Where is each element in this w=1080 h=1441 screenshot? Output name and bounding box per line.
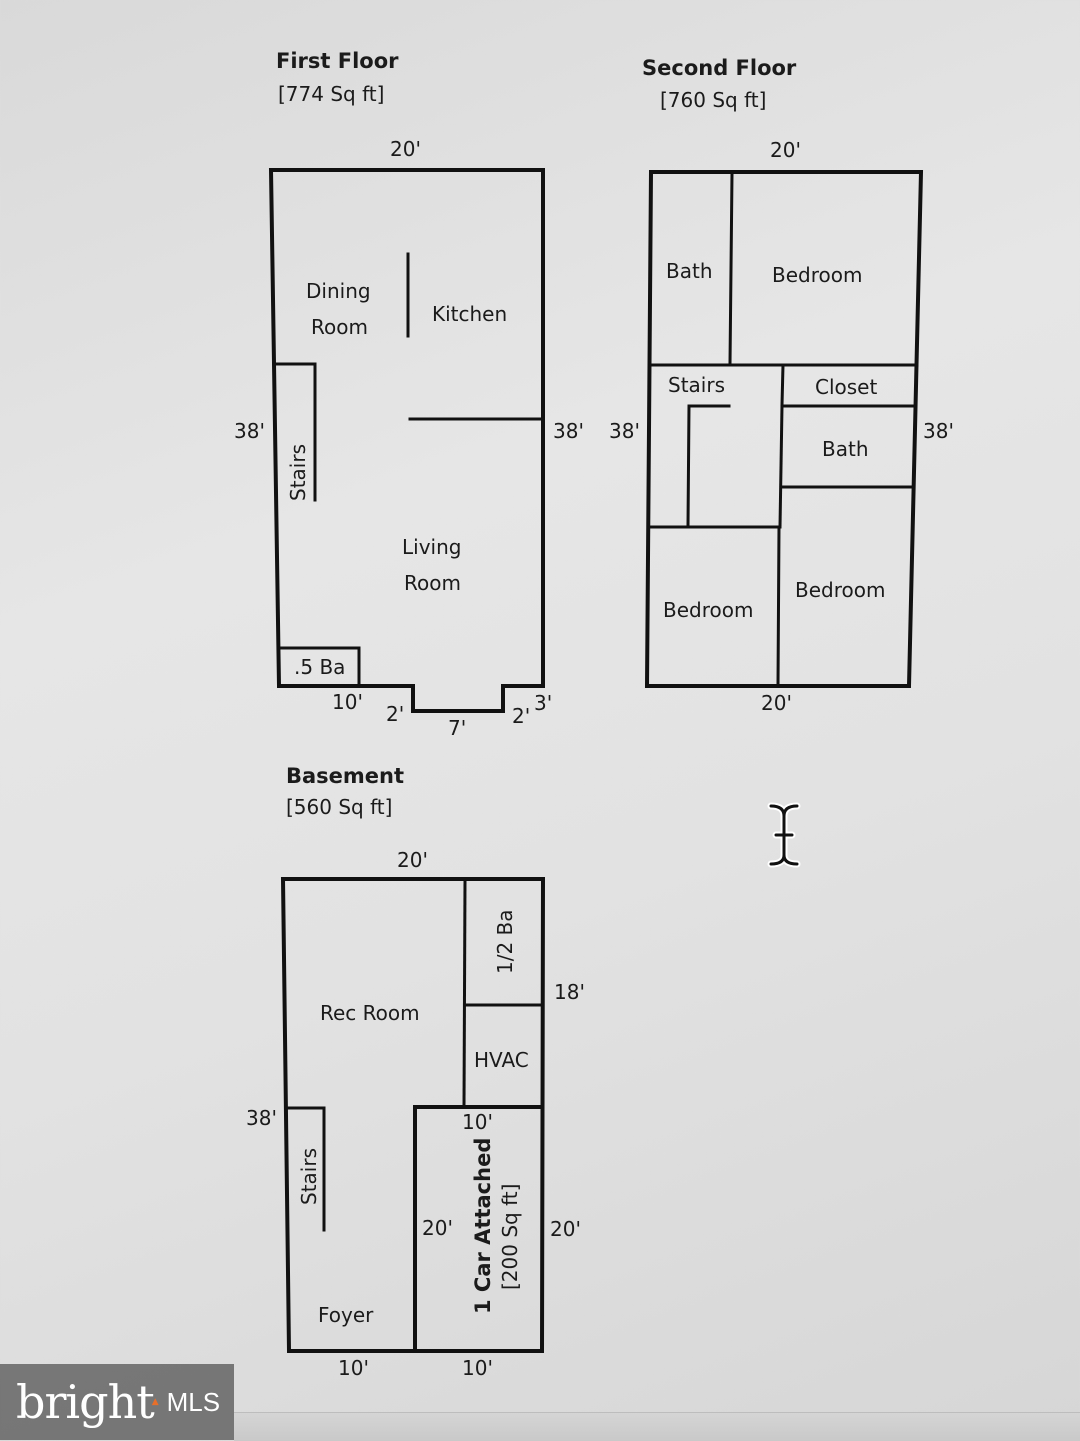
- basement-dim-bottom-left: 10': [338, 1356, 369, 1380]
- garage-label-2: [200 Sq ft]: [498, 1184, 522, 1290]
- first-floor-stairs-label: Stairs: [286, 444, 310, 501]
- first-floor-dim-notch-left: 2': [386, 702, 404, 726]
- watermark-mls: MLS: [166, 1386, 221, 1417]
- bath-left-wall: [778, 404, 784, 529]
- half-bath-wall: [279, 646, 361, 686]
- basement-dim-top: 20': [397, 848, 428, 872]
- garage-label-1: 1 Car Attached: [471, 1138, 495, 1314]
- basement-dim-right-lower: 20': [550, 1217, 581, 1241]
- watermark-brand: bright: [16, 1375, 155, 1429]
- rec-room-right-wall: [462, 879, 467, 1108]
- first-floor-dim-notch-right: 2': [512, 704, 530, 728]
- basement-area: [560 Sq ft]: [286, 795, 392, 819]
- second-floor-stairs-wall: [686, 404, 731, 527]
- mid-bath-label: Bath: [822, 437, 869, 461]
- watermark-trademark-icon: ▲: [151, 1397, 159, 1407]
- closet-label: Closet: [815, 375, 877, 399]
- left-bedroom-label: Bedroom: [663, 598, 753, 622]
- hvac-label: HVAC: [474, 1048, 529, 1072]
- living-room-label-2: Room: [404, 571, 461, 595]
- basement-plan: Basement [560 Sq ft] 20' Rec Room 1/2 Ba…: [246, 764, 585, 1380]
- second-floor-dim-top: 20': [770, 138, 801, 162]
- right-bedroom-label: Bedroom: [795, 578, 885, 602]
- half-bath-label: .5 Ba: [294, 655, 345, 679]
- closet-left-wall: [780, 363, 785, 407]
- first-floor-dim-bottom-right: 3': [534, 691, 552, 715]
- first-floor-dim-right: 38': [553, 419, 584, 443]
- garage-dim-top: 10': [462, 1110, 493, 1134]
- text-cursor-icon: [767, 802, 801, 868]
- monitor-bezel-edge: [234, 1412, 1080, 1441]
- dining-room-label-2: Room: [311, 315, 368, 339]
- basement-title: Basement: [286, 764, 404, 788]
- top-bath-wall: [728, 172, 734, 366]
- first-floor-title: First Floor: [276, 49, 399, 73]
- second-floor-dim-right: 38': [923, 419, 954, 443]
- first-floor-dim-notch-bottom: 7': [448, 716, 466, 740]
- rec-room-label: Rec Room: [320, 1001, 420, 1025]
- first-floor-plan: First Floor [774 Sq ft] 20' Dining Room …: [234, 49, 584, 740]
- kitchen-label: Kitchen: [432, 302, 507, 326]
- basement-stairs-label: Stairs: [297, 1148, 321, 1205]
- top-bedroom-label: Bedroom: [772, 263, 862, 287]
- first-floor-dim-left: 38': [234, 419, 265, 443]
- second-floor-plan: Second Floor [760 Sq ft] 20' Bath Bedroo…: [609, 56, 954, 715]
- second-floor-outline: [644, 170, 924, 688]
- basement-dim-bottom-right: 10': [462, 1356, 493, 1380]
- garage-dim-left: 20': [422, 1216, 453, 1240]
- dining-room-label-1: Dining: [306, 279, 371, 303]
- first-floor-dim-bottom-left: 10': [332, 690, 363, 714]
- second-floor-area: [760 Sq ft]: [660, 88, 766, 112]
- second-floor-title: Second Floor: [642, 56, 797, 80]
- first-floor-area: [774 Sq ft]: [278, 82, 384, 106]
- first-floor-stairs-wall: [273, 362, 317, 502]
- second-floor-dim-bottom: 20': [761, 691, 792, 715]
- foyer-label: Foyer: [318, 1303, 374, 1327]
- basement-stairs-wall: [286, 1106, 326, 1232]
- garage-wall: [413, 1105, 543, 1351]
- first-floor-outline: [268, 168, 545, 713]
- basement-half-bath-label: 1/2 Ba: [493, 909, 517, 974]
- first-floor-dim-top: 20': [390, 137, 421, 161]
- living-room-label-1: Living: [402, 535, 461, 559]
- bright-mls-watermark: bright ▲ MLS: [0, 1364, 234, 1440]
- second-floor-dim-left: 38': [609, 419, 640, 443]
- basement-outline: [280, 877, 546, 1353]
- second-floor-stairs-label: Stairs: [668, 373, 725, 397]
- top-bath-label: Bath: [666, 259, 713, 283]
- basement-dim-right-upper: 18': [554, 980, 585, 1004]
- basement-dim-left: 38': [246, 1106, 277, 1130]
- bedrooms-divider: [776, 525, 781, 686]
